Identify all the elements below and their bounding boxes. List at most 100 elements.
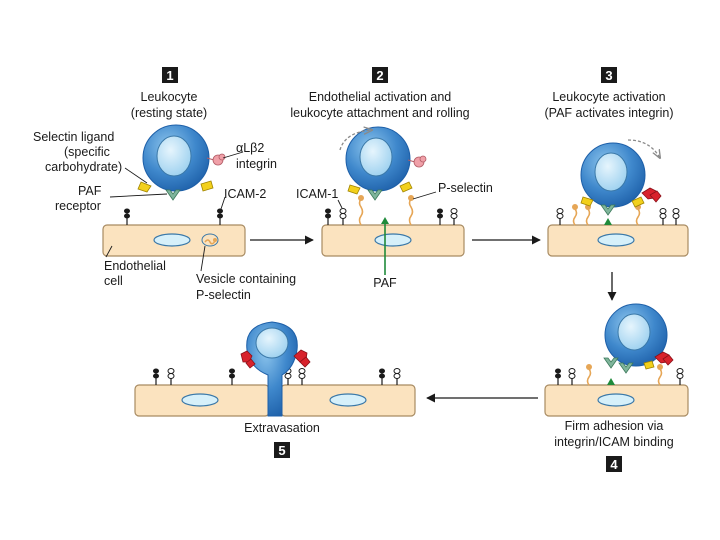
- step-2-badge: [372, 67, 388, 83]
- icam1-icon: [167, 368, 175, 385]
- step-2-number: 2: [376, 68, 383, 83]
- step-2-panel: ICAM-1 P-selectin PAF: [296, 127, 493, 290]
- vesicle-label-line-1: Vesicle containing: [196, 272, 296, 286]
- paf-receptor-icon: [600, 204, 616, 216]
- leukocyte-extravasating: [240, 321, 311, 417]
- endothelial-nucleus-4: [597, 393, 635, 407]
- step-1-title-line-1: Leukocyte: [141, 90, 198, 104]
- p-selectin-icon: [635, 204, 641, 226]
- endothelial-nucleus-5-right: [329, 393, 367, 407]
- selectin-ligand-label-line-2: (specific: [64, 145, 110, 159]
- icam2-label: ICAM-2: [224, 187, 266, 201]
- step-1-title-line-2: (resting state): [131, 106, 207, 120]
- step-5-badge: [274, 442, 290, 458]
- p-selectin-icon: [408, 195, 414, 226]
- step-3-title-line-2: (PAF activates integrin): [545, 106, 674, 120]
- icam1-icon: [393, 368, 401, 385]
- icam1-icon: [676, 368, 684, 385]
- integrin-active-icon: [654, 351, 674, 366]
- integrin-inactive-icon: [206, 153, 226, 166]
- icam1-icon: [672, 208, 680, 225]
- icam2-icon: [229, 368, 235, 385]
- step-3-badge: [601, 67, 617, 83]
- paf-receptor-icon: [367, 189, 383, 201]
- icam2-icon: [555, 368, 561, 385]
- step-4-title-line-1: Firm adhesion via: [565, 419, 664, 433]
- step-2-header: 2 Endothelial activation and leukocyte a…: [290, 67, 470, 120]
- paf-receptor-label-line-1: PAF: [78, 184, 102, 198]
- leukocyte-resting: [137, 124, 226, 201]
- step-1-header: 1 Leukocyte (resting state): [131, 67, 207, 120]
- paf-receptor-icon: [165, 189, 181, 201]
- endothelial-cell-label-line-1: Endothelial: [104, 259, 166, 273]
- integrin-label-line-2: integrin: [236, 157, 277, 171]
- endothelial-nucleus-2: [374, 233, 412, 247]
- step-2-title-line-2: leukocyte attachment and rolling: [290, 106, 469, 120]
- leukocyte-activated: [580, 142, 662, 216]
- integrin-active-icon: [641, 187, 662, 203]
- integrin-active-icon: [293, 349, 311, 368]
- leukocyte-firm-adhesion: [603, 303, 674, 374]
- paf-receptor-icon: [618, 362, 634, 374]
- icam2-icon: [153, 368, 159, 385]
- icam1-icon: [450, 208, 458, 225]
- paf-molecule-icon: [607, 378, 615, 385]
- p-selectin-icon: [657, 364, 663, 386]
- icam2-icon: [379, 368, 385, 385]
- step-4-badge: [606, 456, 622, 472]
- icam1-icon: [556, 208, 564, 225]
- selectin-ligand-icon: [643, 360, 655, 370]
- icam1-label: ICAM-1: [296, 187, 338, 201]
- paf-molecule-icon: [604, 218, 612, 225]
- icam1-icon: [298, 368, 306, 385]
- icam1-icon: [339, 208, 347, 225]
- selectin-ligand-icon: [200, 180, 214, 192]
- p-selectin-icon: [358, 195, 364, 226]
- selectin-ligand-label-line-3: carbohydrate): [45, 160, 122, 174]
- icam2-icon-right: [217, 208, 223, 225]
- paf-label: PAF: [373, 276, 397, 290]
- step-4-header: Firm adhesion via integrin/ICAM binding …: [554, 419, 674, 472]
- selectin-ligand-label-line-1: Selectin ligand: [33, 130, 114, 144]
- selectin-ligand-icon: [631, 196, 645, 208]
- icam1-icon: [659, 208, 667, 225]
- step-5-title: Extravasation: [244, 421, 320, 435]
- p-selectin-icon: [586, 364, 592, 386]
- step-4-title-line-2: integrin/ICAM binding: [554, 435, 674, 449]
- paf-receptor-label-line-2: receptor: [55, 199, 101, 213]
- activation-motion-arrow: [627, 139, 660, 158]
- selectin-ligand-icon: [580, 196, 594, 207]
- step-3-header: 3 Leukocyte activation (PAF activates in…: [545, 67, 674, 120]
- step-1-panel: Selectin ligand (specific carbohydrate) …: [33, 124, 296, 302]
- icam2-icon-left: [124, 208, 130, 225]
- step-4-panel: [544, 303, 689, 417]
- step-5-panel: [134, 321, 416, 417]
- selectin-ligand-icon: [399, 181, 413, 193]
- endothelial-cell-label-line-2: cell: [104, 274, 123, 288]
- vesicle-p-selectin-icon: [204, 239, 216, 245]
- vesicle-label-line-2: P-selectin: [196, 288, 251, 302]
- selectin-ligand-icon: [137, 181, 152, 193]
- endothelial-nucleus-5-left: [181, 393, 219, 407]
- icam1-icon: [568, 368, 576, 385]
- icam2-icon: [437, 208, 443, 225]
- rolling-motion-arrow: [339, 130, 372, 151]
- step-3-panel: [547, 139, 689, 257]
- step-5-number: 5: [278, 443, 285, 458]
- integrin-inactive-icon: [407, 155, 427, 168]
- integrin-label-line-1: αLβ2: [236, 141, 264, 155]
- integrin-active-icon: [240, 350, 256, 369]
- step-2-title-line-1: Endothelial activation and: [309, 90, 452, 104]
- step-1-number: 1: [166, 68, 173, 83]
- step-4-number: 4: [610, 457, 618, 472]
- leukocyte-rolling: [345, 126, 427, 201]
- step-1-badge: [162, 67, 178, 83]
- p-selectin-icon: [585, 204, 591, 226]
- step-3-number: 3: [605, 68, 612, 83]
- step-3-title-line-1: Leukocyte activation: [552, 90, 665, 104]
- paf-receptor-icon: [603, 357, 619, 369]
- selectin-ligand-icon: [347, 184, 361, 195]
- endothelial-nucleus-3: [597, 233, 635, 247]
- p-selectin-icon: [572, 204, 578, 226]
